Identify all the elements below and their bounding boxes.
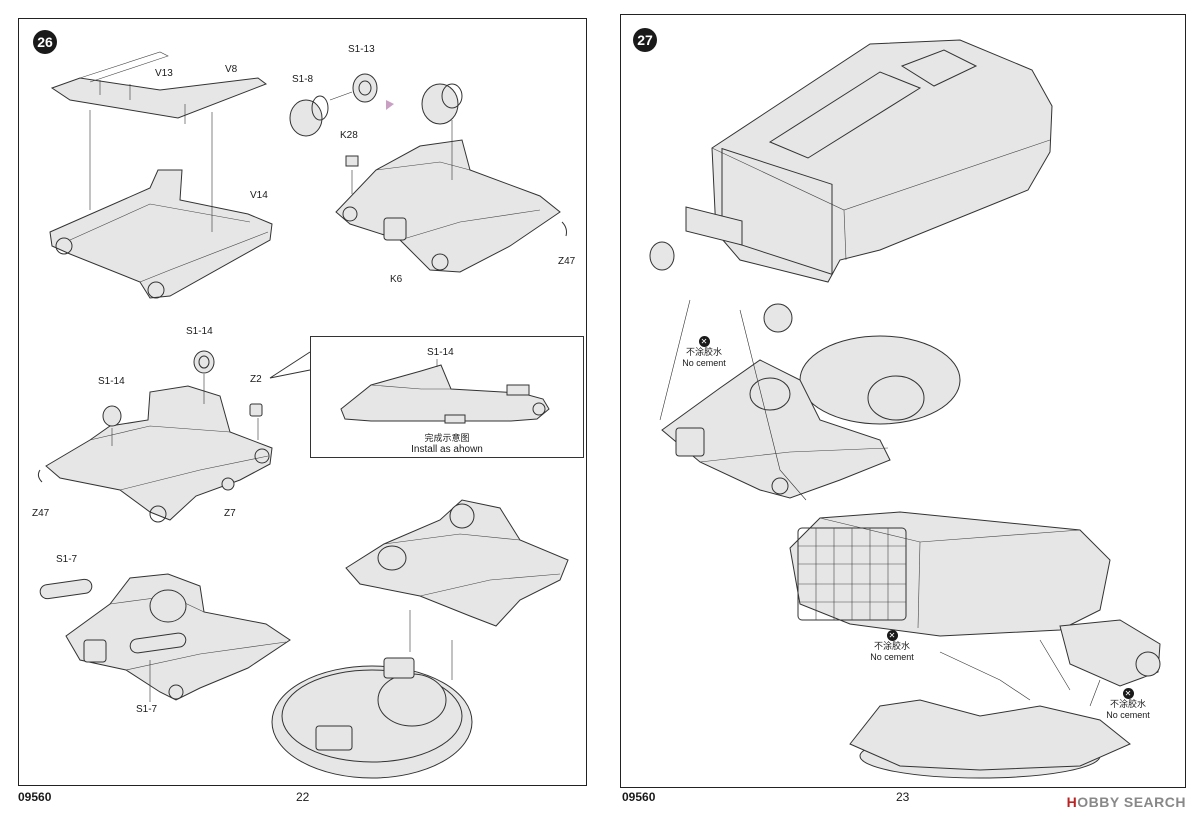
rocket-launcher-box-top <box>649 39 1053 333</box>
hobby-search-watermark: HOBBY SEARCH <box>1067 794 1186 810</box>
part-label-z7: Z7 <box>224 508 236 519</box>
no-cement-en: No cement <box>682 358 726 368</box>
callout-part-label: S1-14 <box>427 347 454 358</box>
step-27-badge: 27 <box>633 28 657 52</box>
no-cement-note-3: ✕ 不涂胶水 No cement <box>1100 688 1156 721</box>
hull-turntable-bottom <box>849 639 1131 779</box>
part-label-v8: V8 <box>225 64 238 75</box>
callout-detail-drawing <box>340 359 550 424</box>
no-cement-icon: ✕ <box>886 630 898 641</box>
watermark-brand: HOBBY SEARCH <box>1066 794 1186 810</box>
roadwheel-arm-assembly-top <box>289 73 567 273</box>
rocket-launcher-box-bottom <box>789 511 1161 687</box>
callout-caption-en: Install as ahown <box>411 444 483 455</box>
detail-callout-box: S1-14 完成示意图 Install as ahown <box>310 336 584 458</box>
left-page-number: 22 <box>296 790 310 804</box>
right-doc-code: 09560 <box>622 790 656 804</box>
part-label-s1-7-b: S1-7 <box>136 704 158 715</box>
part-label-z47-top: Z47 <box>558 256 576 267</box>
no-cement-cn: 不涂胶水 <box>873 641 910 651</box>
no-cement-icon: ✕ <box>698 336 710 347</box>
left-page-drawing <box>37 51 569 779</box>
part-label-z2: Z2 <box>250 374 262 385</box>
part-label-v14: V14 <box>250 190 268 201</box>
hull-turntable-top <box>659 299 961 501</box>
part-label-v13: V13 <box>155 68 173 79</box>
roadwheel-arm-assembly-mid <box>37 350 273 523</box>
part-label-k28: K28 <box>340 130 358 141</box>
upper-plate-v8 <box>50 51 268 124</box>
left-doc-code: 09560 <box>18 790 52 804</box>
part-label-z47-mid: Z47 <box>32 508 50 519</box>
right-page-number: 23 <box>896 790 910 804</box>
no-cement-icon: ✕ <box>1122 688 1134 699</box>
roadwheel-arm-assembly-bottom <box>39 573 291 702</box>
no-cement-en: No cement <box>1106 710 1150 720</box>
no-cement-cn: 不涂胶水 <box>1109 699 1146 709</box>
part-label-k6: K6 <box>390 274 403 285</box>
step-26-badge: 26 <box>33 30 57 54</box>
part-label-s1-8: S1-8 <box>292 74 314 85</box>
no-cement-note-2: ✕ 不涂胶水 No cement <box>864 630 920 663</box>
part-label-s1-7-a: S1-7 <box>56 554 78 565</box>
no-cement-en: No cement <box>870 652 914 662</box>
part-label-s1-14-b: S1-14 <box>98 376 125 387</box>
lower-frame-v14 <box>49 110 273 299</box>
launcher-tube-grid-bottom <box>798 528 906 620</box>
callout-caption-cn: 完成示意图 <box>424 433 470 443</box>
part-label-s1-13: S1-13 <box>348 44 375 55</box>
no-cement-note-1: ✕ 不涂胶水 No cement <box>676 336 732 369</box>
hull-turret-assembly <box>271 499 569 779</box>
no-cement-cn: 不涂胶水 <box>685 347 722 357</box>
part-label-s1-14-a: S1-14 <box>186 326 213 337</box>
launcher-tube-grid-top <box>721 147 833 275</box>
